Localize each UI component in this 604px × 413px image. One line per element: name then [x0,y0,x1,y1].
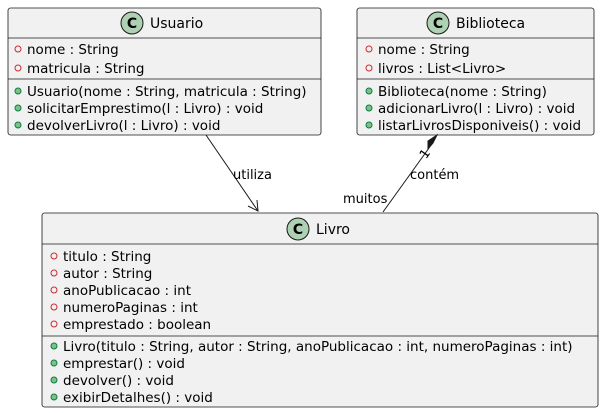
attribute: emprestado : boolean [63,317,211,333]
class-badge-icon: C [286,217,310,241]
svg-text:C: C [293,222,303,238]
arrowhead-icon [247,199,259,212]
private-visibility-icon [14,64,22,72]
public-visibility-icon [365,104,373,112]
relation-label: utiliza [233,168,272,183]
public-visibility-icon [14,87,22,95]
method: listarLivrosDisponiveis() : void [378,118,581,134]
private-visibility-icon [50,320,58,328]
attribute: matricula : String [27,61,144,77]
private-visibility-icon [365,64,373,72]
class-badge-icon: C [120,11,144,35]
private-visibility-icon [365,45,373,53]
attribute: numeroPaginas : int [63,300,198,316]
class-usuario[interactable]: C Usuario nome : String matricula : Stri… [7,7,322,136]
method: devolver() : void [63,373,174,389]
method: Livro(titulo : String, autor : String, a… [63,339,573,355]
public-visibility-icon [365,121,373,129]
method: adicionarLivro(l : Livro) : void [378,101,575,117]
method: devolverLivro(l : Livro) : void [27,118,220,134]
class-name: Usuario [150,16,203,32]
public-visibility-icon [50,376,58,384]
method: Biblioteca(nome : String) [378,84,547,100]
association-line [205,134,259,212]
public-visibility-icon [14,104,22,112]
attribute: nome : String [27,42,119,58]
method: Usuario(nome : String, matricula : Strin… [27,84,307,100]
method: exibirDetalhes() : void [63,390,213,406]
private-visibility-icon [50,286,58,294]
class-badge-icon: C [426,11,450,35]
class-usuario-box [7,7,322,136]
public-visibility-icon [14,121,22,129]
attribute: nome : String [378,42,470,58]
relation-usuario-livro[interactable]: utiliza [205,134,272,212]
private-visibility-icon [50,269,58,277]
relation-biblioteca-livro[interactable]: 1 contém muitos [343,133,459,213]
public-visibility-icon [365,87,373,95]
class-name: Biblioteca [456,16,525,32]
svg-text:C: C [433,16,443,32]
class-livro-box [41,212,599,408]
method: emprestar() : void [63,356,185,372]
public-visibility-icon [50,342,58,350]
public-visibility-icon [50,393,58,401]
class-biblioteca-box [356,7,595,136]
attribute: titulo : String [63,249,151,265]
class-biblioteca[interactable]: C Biblioteca nome : String livros : List… [356,7,595,136]
target-multiplicity: muitos [343,192,388,207]
public-visibility-icon [50,359,58,367]
attribute: autor : String [63,266,152,282]
attribute: anoPublicacao : int [63,283,191,299]
svg-text:C: C [127,16,137,32]
class-livro[interactable]: C Livro titulo : String autor : String a… [41,212,599,408]
class-name: Livro [316,222,350,238]
composition-diamond-icon [427,133,439,151]
source-multiplicity: 1 [417,146,434,161]
composition-line [382,147,430,213]
private-visibility-icon [50,252,58,260]
attribute: livros : List<Livro> [378,61,506,77]
private-visibility-icon [14,45,22,53]
private-visibility-icon [50,303,58,311]
method: solicitarEmprestimo(l : Livro) : void [27,101,263,117]
relation-label: contém [410,168,459,183]
